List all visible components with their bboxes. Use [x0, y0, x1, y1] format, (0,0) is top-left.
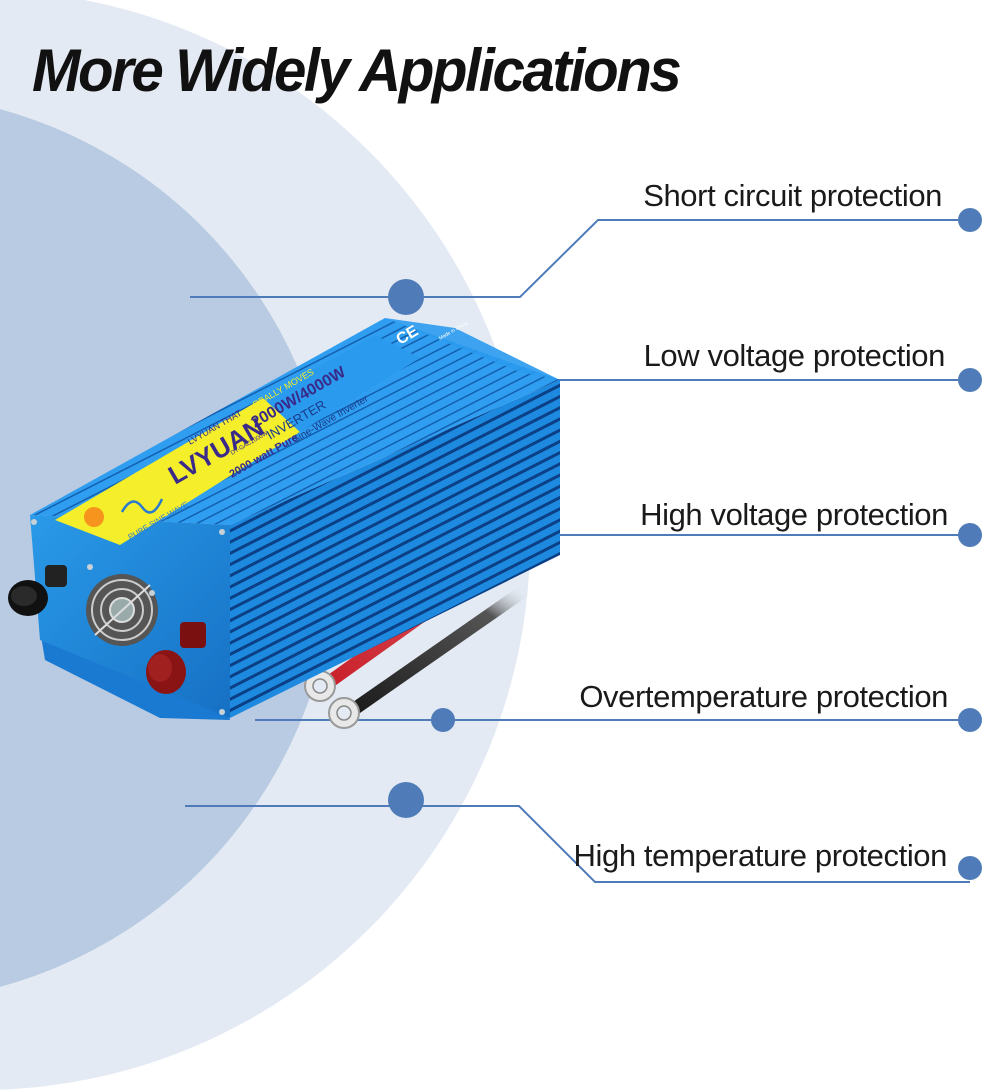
page-title: More Widely Applications	[32, 37, 682, 104]
dot-marker-icon	[388, 782, 424, 818]
negative-terminal-icon	[8, 565, 67, 616]
inverter-product-image: LVYUAN LVYUAN THAT REALLY MOVES 2000W/40…	[8, 318, 560, 729]
dot-marker-icon	[958, 708, 982, 732]
dot-marker-icon	[958, 208, 982, 232]
product-label	[55, 398, 300, 545]
fan-icon	[86, 574, 158, 646]
sine-wave-icon	[120, 498, 164, 514]
connector-lines	[185, 208, 982, 883]
feature-label-high-temperature: High temperature protection	[573, 838, 948, 873]
power-indicator-icon	[84, 507, 104, 527]
dot-marker-icon	[431, 708, 455, 732]
feature-label-low-voltage: Low voltage protection	[643, 338, 946, 373]
dot-marker-icon	[958, 368, 982, 392]
dot-marker-icon	[388, 279, 424, 315]
feature-label-high-voltage: High voltage protection	[640, 497, 948, 532]
dot-marker-icon	[958, 523, 982, 547]
positive-terminal-icon	[146, 622, 206, 694]
feature-label-overtemperature: Overtemperature protection	[579, 679, 948, 714]
feature-label-short-circuit: Short circuit protection	[643, 178, 942, 213]
dot-marker-icon	[958, 856, 982, 880]
